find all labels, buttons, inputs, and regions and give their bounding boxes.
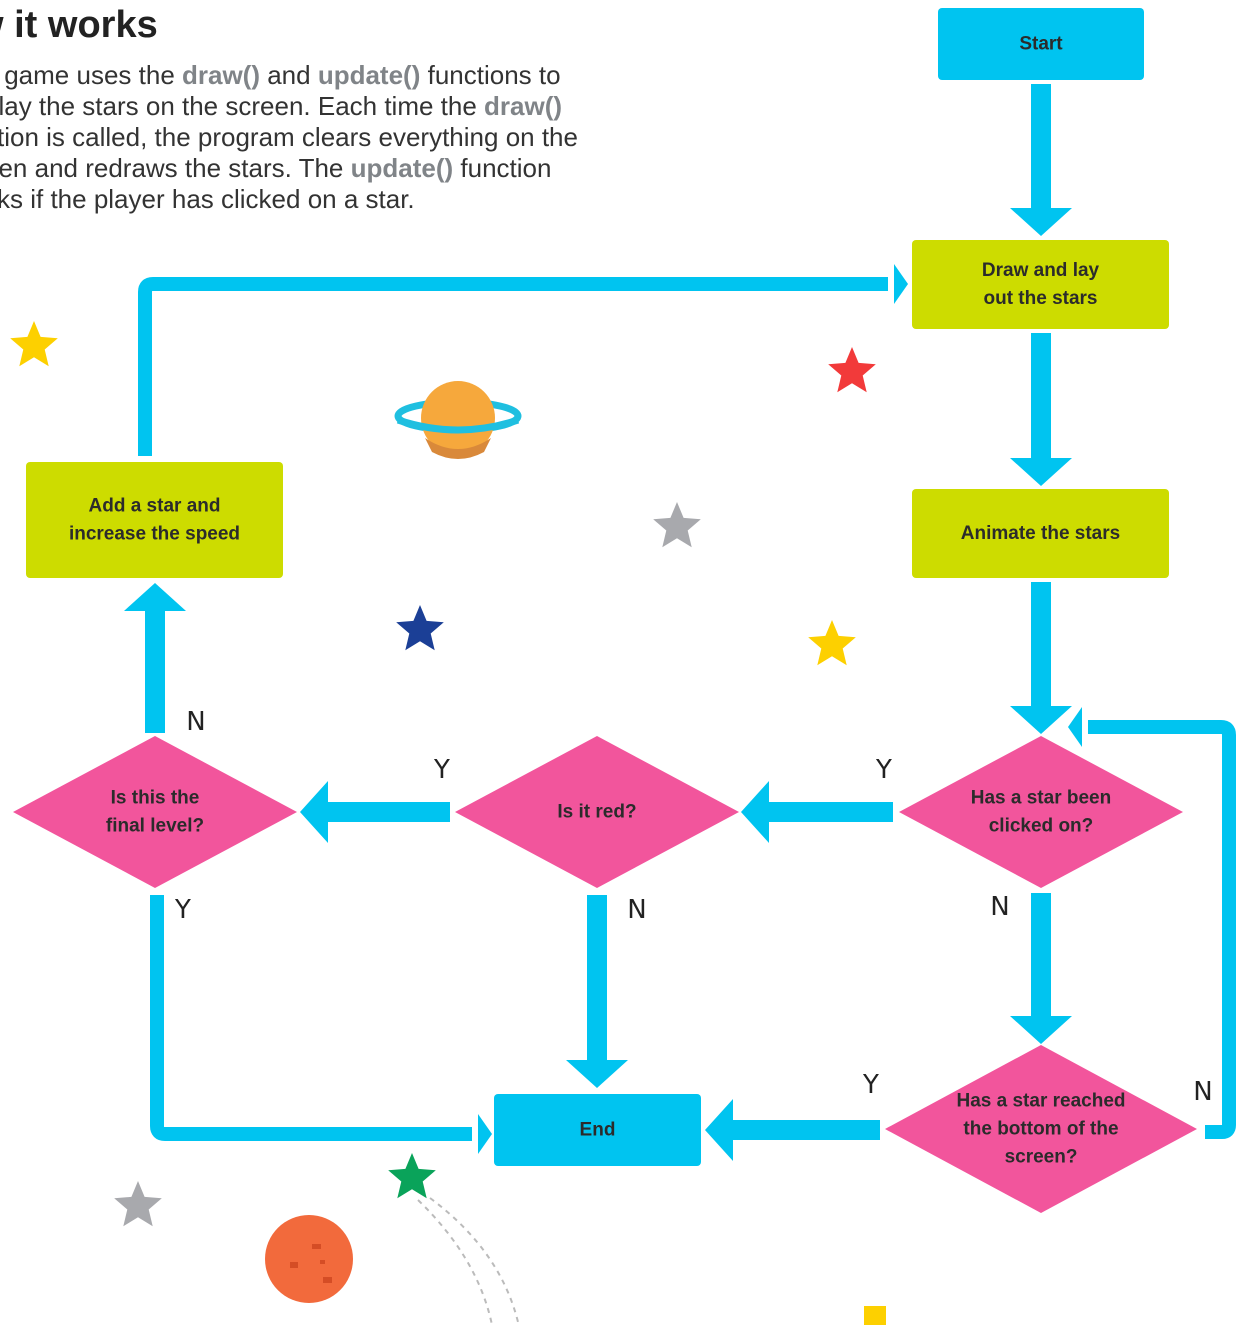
arrow-head xyxy=(1010,706,1072,734)
intro-text: een and redraws the stars. The xyxy=(0,153,351,183)
node-label: Has a star been xyxy=(971,788,1111,809)
decision-clicked xyxy=(899,736,1183,888)
intro-text: and xyxy=(260,60,318,90)
arrow-head xyxy=(1068,707,1082,747)
branch-label-clicked-yes: Y xyxy=(875,755,892,785)
intro-code: draw() xyxy=(484,91,563,121)
arrow-add-star-to-draw xyxy=(138,277,888,456)
decorations xyxy=(10,321,886,1325)
arrow-head xyxy=(478,1114,492,1154)
branch-label-clicked-no: N xyxy=(990,892,1009,922)
node-label: Is this the xyxy=(111,788,200,809)
decision-red xyxy=(455,736,739,888)
node-draw xyxy=(912,240,1169,329)
yellow-block-icon xyxy=(864,1306,886,1325)
node-label: End xyxy=(580,1120,616,1141)
node-start xyxy=(938,8,1144,80)
intro-text: function xyxy=(453,153,552,183)
intro-text: functions to xyxy=(420,60,561,90)
star-trail xyxy=(429,1197,519,1323)
intro-code: update() xyxy=(317,60,421,90)
branch-label-final-yes: Y xyxy=(174,895,191,925)
arrow-head xyxy=(894,264,908,304)
node-end xyxy=(494,1094,701,1166)
node-label: Is it red? xyxy=(557,802,636,823)
node-label: final level? xyxy=(106,816,204,837)
arrow-head xyxy=(741,781,769,843)
intro-text: cks if the player has clicked on a star. xyxy=(0,184,415,214)
gray-star-icon xyxy=(653,502,701,548)
branch-label-final-no: N xyxy=(186,707,205,737)
node-label: Start xyxy=(1019,34,1063,55)
navy-star-icon xyxy=(396,605,444,651)
decision-final xyxy=(13,736,297,888)
intro-line: een and redraws the stars. The update() … xyxy=(0,153,724,184)
red-star-icon xyxy=(828,347,876,393)
branch-label-red-yes: Y xyxy=(433,755,450,785)
gray-star-icon xyxy=(114,1181,162,1227)
node-label: Animate the stars xyxy=(961,523,1120,544)
arrow-head xyxy=(1010,1016,1072,1044)
branch-label-red-no: N xyxy=(627,895,646,925)
intro-line: cks if the player has clicked on a star. xyxy=(0,184,724,215)
intro-paragraph: s game uses the draw() and update() func… xyxy=(0,60,724,215)
node-label: screen? xyxy=(1005,1147,1078,1168)
branch-label-bottom-no: N xyxy=(1193,1077,1212,1107)
branch-label-bottom-yes: Y xyxy=(862,1070,879,1100)
intro-line: play the stars on the screen. Each time … xyxy=(0,91,724,122)
node-label: Draw and lay xyxy=(982,260,1100,281)
ringed-planet-icon xyxy=(394,381,522,459)
yellow-star-icon xyxy=(10,321,58,367)
arrow-head xyxy=(300,781,328,843)
green-star-icon xyxy=(388,1153,436,1199)
intro-line: ction is called, the program clears ever… xyxy=(0,122,724,153)
intro-code: update() xyxy=(350,153,454,183)
arrow-head xyxy=(566,1060,628,1088)
decision-bottom xyxy=(885,1045,1197,1213)
page-heading: w it works xyxy=(0,4,158,46)
flow-arrows xyxy=(124,84,1236,1161)
arrow-head xyxy=(124,583,186,611)
node-label: Has a star reached xyxy=(957,1091,1126,1112)
node-label: out the stars xyxy=(983,288,1097,309)
intro-text: s game uses the xyxy=(0,60,182,90)
arrow-final-to-end xyxy=(150,895,472,1141)
arrow-head xyxy=(1010,208,1072,236)
intro-text: play the stars on the screen. Each time … xyxy=(0,91,485,121)
node-animate xyxy=(912,489,1169,578)
node-label: increase the speed xyxy=(69,524,240,545)
node-label: clicked on? xyxy=(989,816,1094,837)
yellow-star-icon xyxy=(808,620,856,666)
node-label: Add a star and xyxy=(89,496,221,517)
arrow-bottom-to-clicked xyxy=(1088,720,1236,1139)
intro-line: s game uses the draw() and update() func… xyxy=(0,60,724,91)
star-trail xyxy=(417,1199,493,1325)
intro-text: ction is called, the program clears ever… xyxy=(0,122,578,152)
intro-code: draw() xyxy=(182,60,260,90)
node-label: the bottom of the xyxy=(963,1119,1118,1140)
node-add-star xyxy=(26,462,283,578)
arrow-head xyxy=(1010,458,1072,486)
moon-icon xyxy=(265,1215,353,1303)
branch-labels: Y N Y N N Y Y N xyxy=(174,707,1213,1107)
arrow-head xyxy=(705,1099,733,1161)
